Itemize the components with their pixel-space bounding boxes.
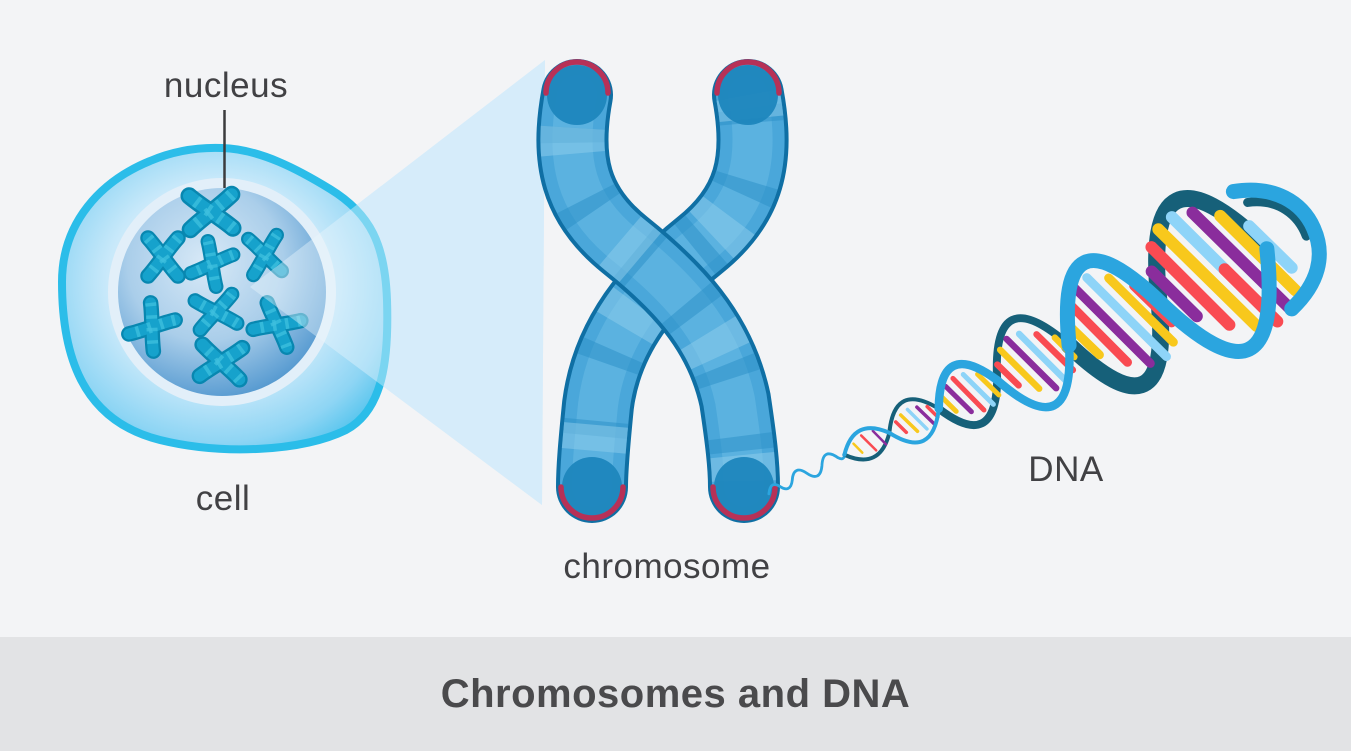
telomere-cap bbox=[714, 457, 774, 517]
telomere-tip-arc bbox=[710, 484, 778, 521]
zoom-beam-overlay bbox=[250, 60, 545, 505]
telomere-cap bbox=[562, 457, 622, 517]
dna-squiggle bbox=[767, 452, 847, 496]
cell-illustration bbox=[57, 143, 392, 454]
dna-helix-illustration bbox=[767, 182, 1327, 496]
title-band: Chromosomes and DNA bbox=[0, 637, 1351, 751]
zoom-beam bbox=[250, 60, 545, 505]
dna-label: DNA bbox=[1028, 450, 1104, 489]
dna-end-cap bbox=[1225, 182, 1327, 317]
telomere-tip-arc bbox=[543, 59, 611, 96]
page-title: Chromosomes and DNA bbox=[440, 671, 911, 716]
chromosome-illustration bbox=[536, 59, 789, 523]
dna-strand-front bbox=[842, 182, 1327, 457]
telomere-tip-arc bbox=[714, 59, 782, 96]
telomere-cap bbox=[547, 65, 607, 125]
nucleus-label: nucleus bbox=[163, 66, 289, 105]
cell-label: cell bbox=[195, 479, 251, 518]
telomere-cap bbox=[718, 65, 778, 125]
telomere-tip-arc bbox=[558, 484, 626, 521]
chromosome-label: chromosome bbox=[563, 547, 771, 586]
